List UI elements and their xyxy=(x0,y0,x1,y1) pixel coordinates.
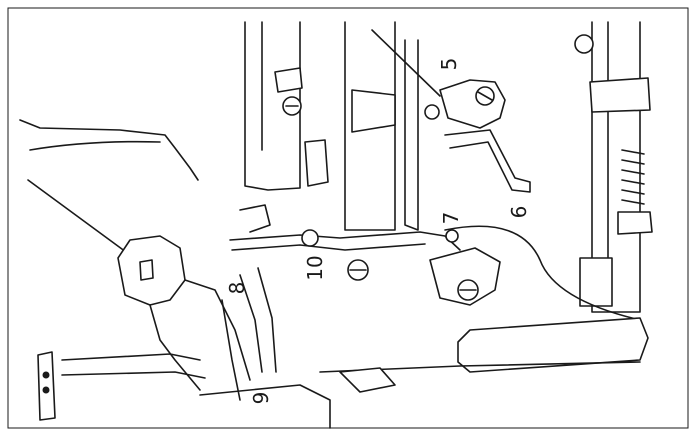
presser-foot-bar xyxy=(61,353,201,361)
leader-line xyxy=(27,179,127,253)
cover-edge xyxy=(29,140,161,151)
needle-bar-housing xyxy=(344,21,396,231)
looper-shaft-lower xyxy=(231,243,426,251)
lever-pin-2 xyxy=(42,386,50,394)
figure-frame xyxy=(7,7,689,429)
bed-front xyxy=(199,384,331,429)
callout-7: 7 xyxy=(439,212,463,225)
thread-path xyxy=(444,225,641,321)
upper-knife xyxy=(221,299,241,401)
lower-looper-holder xyxy=(429,247,501,306)
lever-arm xyxy=(149,304,201,391)
callout-5-leader xyxy=(371,29,441,97)
callout-9: 9 xyxy=(249,392,273,405)
thread-guide-plate xyxy=(304,139,329,187)
frame-tab xyxy=(274,67,303,93)
callout-8: 8 xyxy=(225,282,249,295)
presser-foot-lever xyxy=(37,351,56,421)
lever-pin-1 xyxy=(42,371,50,379)
presser-spring xyxy=(621,149,645,205)
callout-6: 6 xyxy=(507,206,531,219)
guide-screw-slot xyxy=(477,91,493,101)
needle-b xyxy=(257,267,277,373)
needle-clamp-link xyxy=(184,279,251,381)
upper-knife-arm xyxy=(239,204,271,233)
small-screw xyxy=(424,104,440,120)
eyelet xyxy=(445,229,459,243)
upper-guide-bracket xyxy=(439,79,506,129)
callout-5: 5 xyxy=(437,58,461,71)
main-frame-left xyxy=(244,21,301,191)
callout-10: 10 xyxy=(303,255,327,280)
needle-bar xyxy=(404,39,419,231)
column-block xyxy=(589,77,651,113)
housing-block xyxy=(351,89,396,133)
cover-outline xyxy=(19,119,199,181)
guide-arm xyxy=(444,129,531,193)
feed-dog-block xyxy=(339,367,396,393)
shaft-screw xyxy=(301,229,319,247)
needle-a xyxy=(239,274,263,373)
stitch-finger-lever xyxy=(457,317,649,373)
column-screw xyxy=(574,34,594,54)
presser-column xyxy=(591,21,641,313)
presser-foot-bar-lower xyxy=(61,371,206,379)
column-foot xyxy=(579,257,613,307)
lever-slot xyxy=(139,259,154,281)
spring-collar xyxy=(617,211,653,235)
